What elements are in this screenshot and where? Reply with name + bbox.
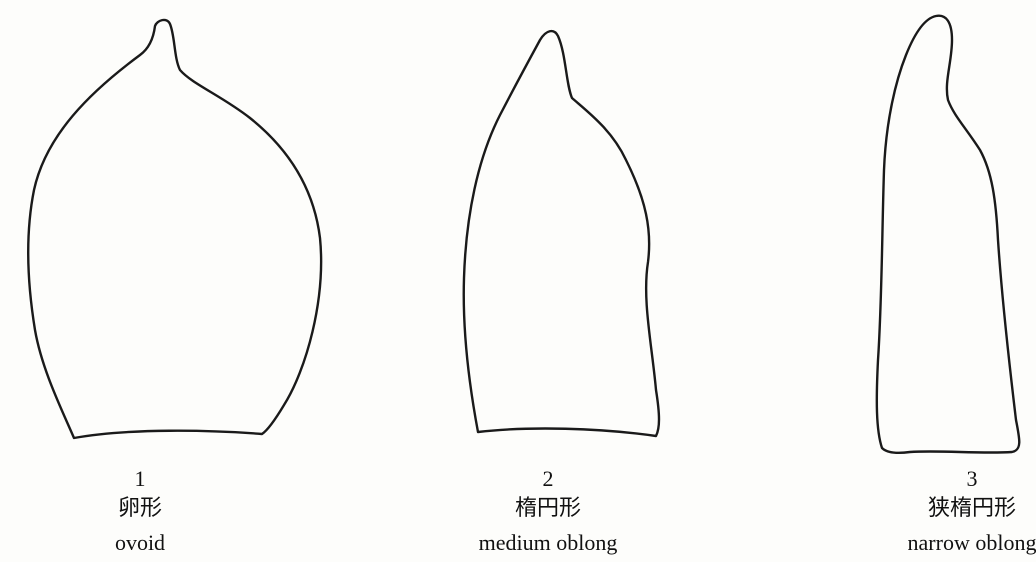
shape-3-number: 3: [822, 468, 1036, 492]
ovoid-outline: [28, 20, 321, 438]
shape-outlines: [0, 0, 1036, 470]
narrow-oblong-outline: [877, 16, 1019, 453]
shape-1-number: 1: [0, 468, 290, 492]
shape-1-name-ja: 卵形: [0, 492, 290, 524]
shape-2-caption: 2 楕円形 medium oblong: [398, 468, 698, 556]
shape-3-name-ja: 狭楕円形: [822, 492, 1036, 524]
shape-2-number: 2: [398, 468, 698, 492]
shape-2-name-en: medium oblong: [398, 524, 698, 556]
medium-oblong-outline: [464, 31, 659, 436]
shape-1-name-en: ovoid: [0, 524, 290, 556]
shape-3-name-en: narrow oblong: [822, 524, 1036, 556]
shape-3-caption: 3 狭楕円形 narrow oblong: [822, 468, 1036, 556]
shape-1-caption: 1 卵形 ovoid: [0, 468, 290, 556]
shape-2-name-ja: 楕円形: [398, 492, 698, 524]
